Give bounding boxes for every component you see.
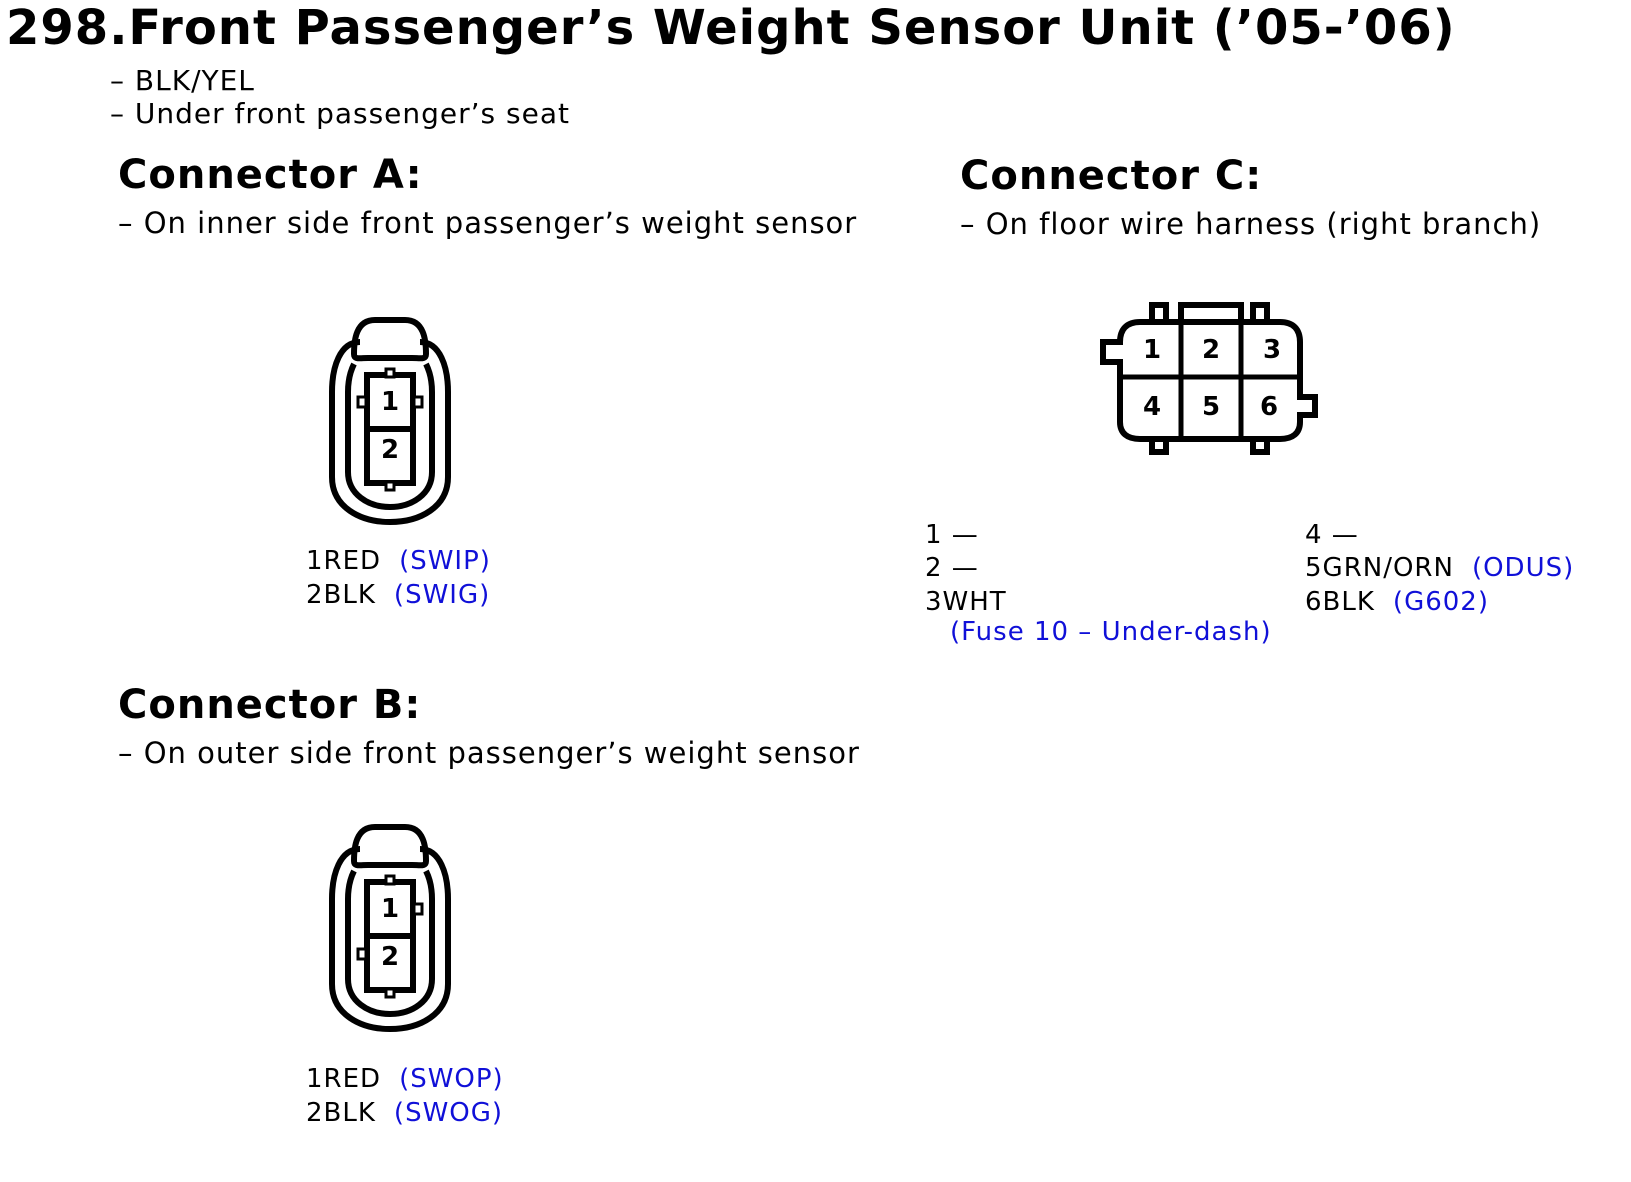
connector-c-pin-row: 6BLK (G602)	[1305, 587, 1489, 617]
pin-label: 2BLK	[306, 580, 376, 610]
pin-label: 1RED	[306, 1064, 382, 1094]
pin-signal: (SWOP)	[399, 1064, 504, 1094]
connector-c-pin-1-number: 1	[1143, 335, 1161, 365]
pin-signal: (ODUS)	[1471, 553, 1575, 583]
connector-a-heading: Connector A:	[118, 152, 423, 198]
connector-c-pin-row: 1 —	[925, 520, 979, 550]
connector-c-heading: Connector C:	[960, 153, 1263, 199]
connector-c-location: – On floor wire harness (right branch)	[960, 207, 1542, 241]
connector-c-pin-3-number: 3	[1263, 335, 1281, 365]
connector-b-diagram: 1 2	[329, 824, 451, 1033]
connector-a-pin-row: 2BLK (SWIG)	[306, 580, 490, 610]
connector-a-diagram: 1 2	[329, 317, 451, 526]
connector-a-latches	[356, 367, 424, 492]
pin-label: 3WHT	[925, 587, 1007, 617]
connector-a-housing	[329, 317, 451, 526]
connector-c-pin-3-signal: (Fuse 10 – Under-dash)	[950, 617, 1272, 647]
connector-b-location: – On outer side front passenger’s weight…	[118, 736, 860, 770]
connector-c-diagram: 1 2 3 4 5 6	[1100, 302, 1318, 455]
connector-c-pin-row: 4 —	[1305, 520, 1359, 550]
connector-b-heading: Connector B:	[118, 682, 422, 728]
connector-b-pin-row: 2BLK (SWOG)	[306, 1098, 503, 1128]
connector-c-pin-2-number: 2	[1202, 335, 1220, 365]
pin-label: 6BLK	[1305, 587, 1375, 617]
connector-c-pin-row: 3WHT	[925, 587, 1007, 617]
page-title: 298.Front Passenger’s Weight Sensor Unit…	[6, 0, 1456, 56]
connector-b-housing	[329, 824, 451, 1033]
pin-label: 1 —	[925, 520, 979, 550]
pin-label: 5GRN/ORN	[1305, 553, 1454, 583]
pin-signal: (SWIP)	[399, 546, 491, 576]
connector-a-location: – On inner side front passenger’s weight…	[118, 206, 858, 240]
connector-b-latches	[356, 874, 424, 999]
connector-a-pin-row: 1RED (SWIP)	[306, 546, 491, 576]
connector-c-pin-row: 5GRN/ORN (ODUS)	[1305, 553, 1574, 583]
location-note: – Under front passenger’s seat	[110, 97, 570, 130]
pin-label: 2BLK	[306, 1098, 376, 1128]
connector-b-pin-row: 1RED (SWOP)	[306, 1064, 504, 1094]
wire-color-note: – BLK/YEL	[110, 64, 255, 97]
pin-label: 2 —	[925, 553, 979, 583]
pin-signal: (SWOG)	[393, 1098, 504, 1128]
pin-signal: (G602)	[1392, 587, 1489, 617]
connector-c-grid	[1120, 322, 1300, 439]
pin-label: 1RED	[306, 546, 382, 576]
connector-a-pin-1-number: 1	[381, 387, 399, 417]
connector-c-pin-4-number: 4	[1143, 392, 1161, 422]
connector-a-pin-2-number: 2	[381, 435, 399, 465]
connector-b-pin-1-number: 1	[381, 894, 399, 924]
connector-c-pin-6-number: 6	[1260, 392, 1278, 422]
connector-c-pin-5-number: 5	[1202, 392, 1220, 422]
connector-c-housing	[1100, 302, 1318, 455]
connector-b-pin-2-number: 2	[381, 942, 399, 972]
pin-signal: (SWIG)	[393, 580, 491, 610]
pin-label: 4 —	[1305, 520, 1359, 550]
connector-c-pin-row: 2 —	[925, 553, 979, 583]
